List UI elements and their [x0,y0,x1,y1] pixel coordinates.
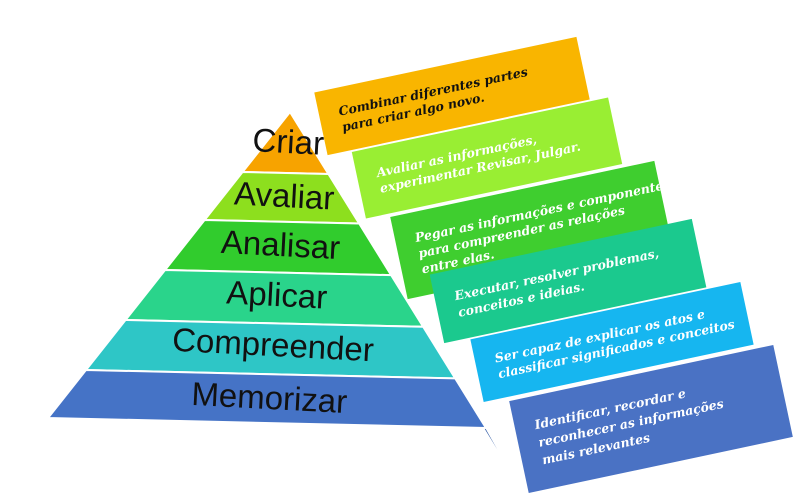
pyramid-level-label: Avaliar [233,174,335,216]
description-card-background [351,97,623,219]
description-card-background [509,344,793,494]
pyramid-level-label: Criar [252,121,325,162]
pyramid-level-criar: Criar [240,110,336,187]
pyramid-level-label: Aplicar [226,273,329,315]
pyramid-level-aplicar: Aplicar [123,268,447,368]
description-card-background [314,36,590,156]
description-card-background [429,218,707,344]
pyramid-level-avaliar: Avaliar [202,170,372,246]
description-card-2: Avaliar as informações,experimentar Revi… [351,97,623,219]
pyramid-level-label: Analisar [220,223,341,266]
description-card-background [390,160,672,300]
description-card-background [470,282,754,402]
pyramid: CriarAvaliarAnalisarAplicarCompreenderMe… [45,110,521,489]
pyramid-level-memorizar: Memorizar [45,368,521,489]
pyramid-level-label: Memorizar [191,375,349,420]
pyramid-front-face [45,368,488,430]
